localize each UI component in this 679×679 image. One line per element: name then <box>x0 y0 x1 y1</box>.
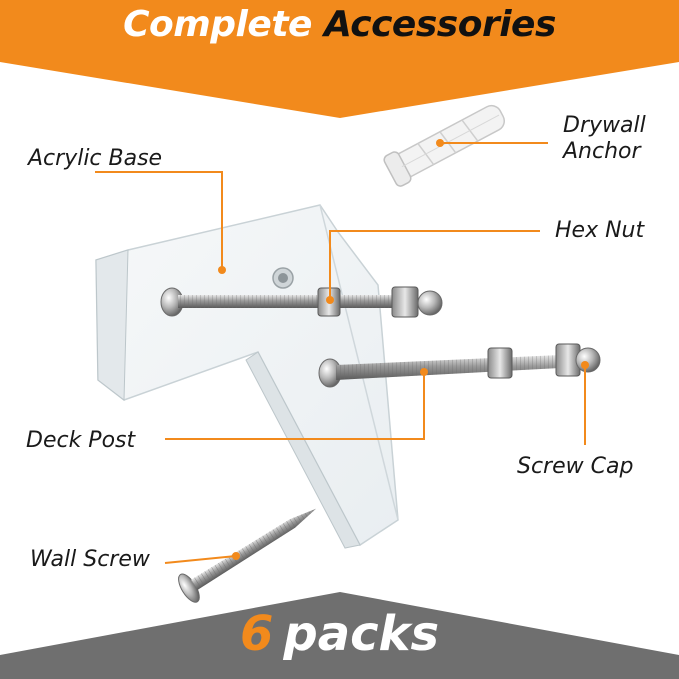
label-drywall-line1: Drywall <box>563 113 646 138</box>
upper-bolt <box>160 286 443 318</box>
label-hex-nut: Hex Nut <box>555 218 645 243</box>
title-part1: Complete <box>123 4 312 45</box>
label-acrylic-base: Acrylic Base <box>28 146 163 171</box>
label-screw-cap: Screw Cap <box>517 454 634 479</box>
lower-bolt <box>318 343 601 388</box>
label-drywall-line2: Anchor <box>563 139 641 164</box>
label-deck-post: Deck Post <box>26 428 136 453</box>
pack-count-number: 6 <box>239 606 274 662</box>
wall-screw-illustration <box>178 508 317 603</box>
header-banner <box>0 0 679 118</box>
leader-lines <box>95 142 586 564</box>
title-part2: Accessories <box>324 4 556 45</box>
footer-banner <box>0 592 679 679</box>
label-wall-screw: Wall Screw <box>30 547 150 572</box>
leader-dots <box>218 139 589 560</box>
pack-count-word: packs <box>283 606 440 662</box>
page-title: Complete Accessories <box>0 4 679 45</box>
